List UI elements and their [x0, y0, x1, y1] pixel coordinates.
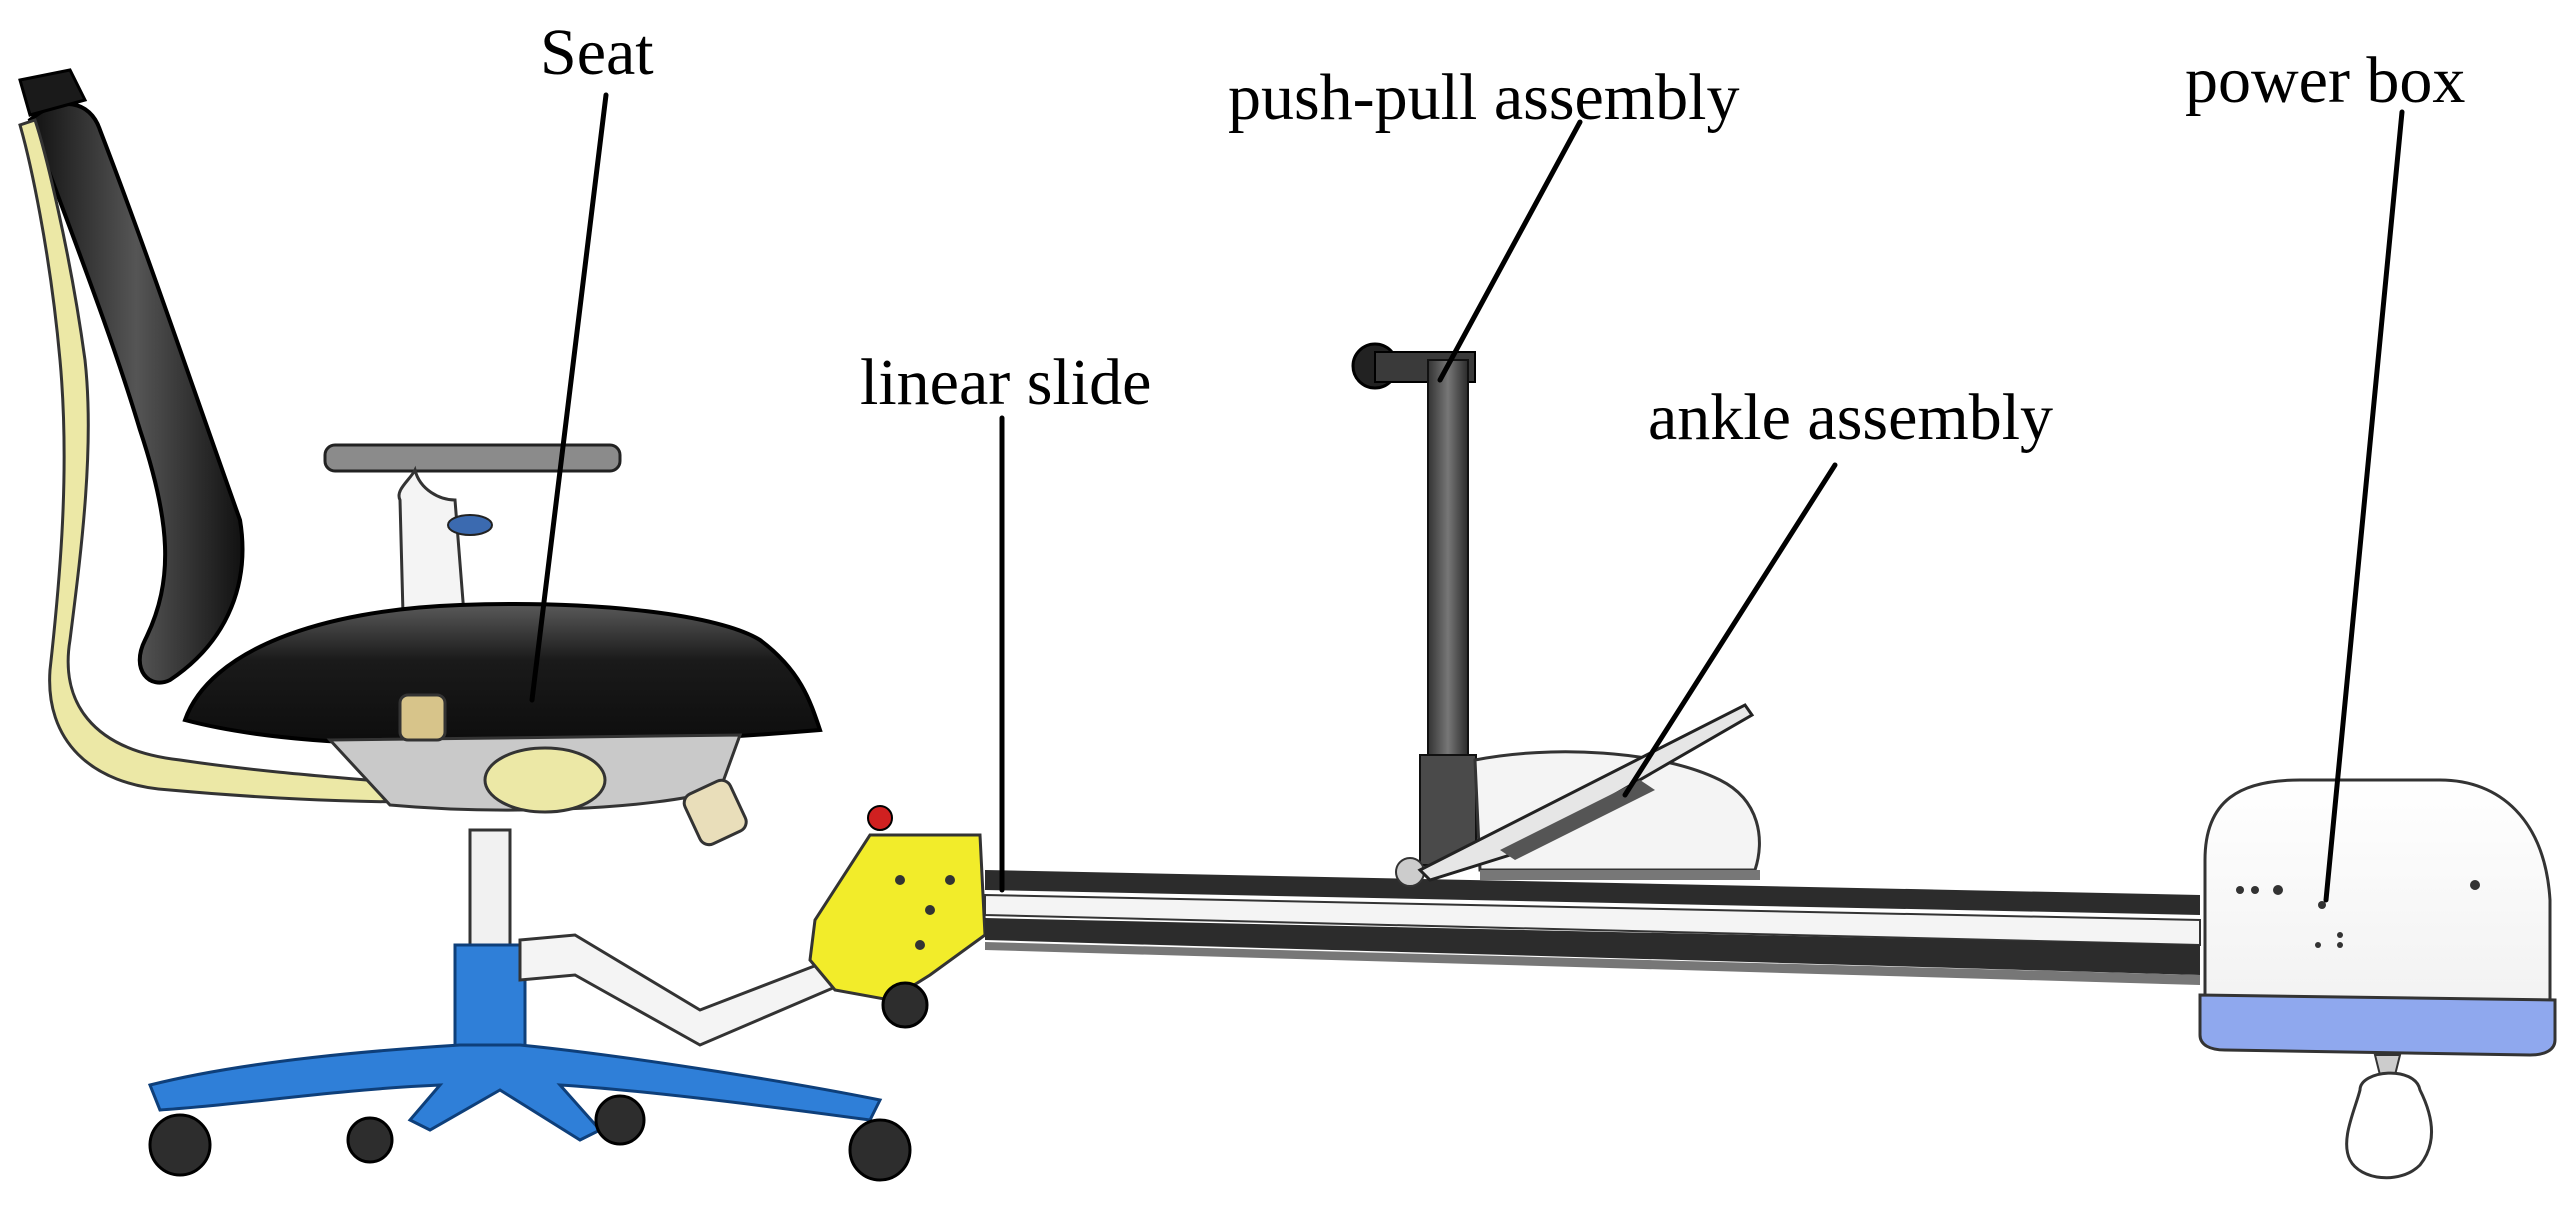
leader-power-box [2323, 109, 2405, 903]
stop-button [867, 805, 893, 831]
power-box-caster [2345, 1071, 2434, 1180]
chair-link-arm [518, 933, 842, 1047]
chair [18, 68, 912, 1182]
caster-1 [148, 1113, 212, 1177]
chair-column [468, 828, 512, 962]
rail-shadow [985, 942, 2200, 985]
label-ankle-assembly: ankle assembly [1648, 381, 2054, 454]
push-pull-pivot [1395, 857, 1425, 887]
chair-backrest-top [18, 68, 88, 117]
chair-star-base [147, 1043, 883, 1142]
power-box-base [2198, 993, 2557, 1057]
label-push-pull-assembly: push-pull assembly [1228, 61, 1740, 134]
leader-lines [529, 92, 2405, 903]
caster-2 [594, 1094, 646, 1146]
chair-arm-badge [447, 514, 493, 536]
leader-push-pull [1437, 119, 1583, 383]
push-pull-assembly [1351, 342, 1477, 887]
leader-seat [529, 92, 609, 703]
rail-top [985, 870, 2200, 915]
label-seat: Seat [540, 16, 654, 89]
linear-slide-bracket [808, 805, 987, 1029]
push-pull-pole [1427, 359, 1469, 761]
slide-bracket-body [808, 833, 987, 1002]
power-box-shell [2203, 778, 2552, 1007]
chair-column-cover [453, 943, 527, 1057]
rails [984, 870, 2201, 985]
ankle-assembly [1417, 703, 1761, 882]
chair-backrest [27, 102, 245, 685]
slide-wheel [881, 981, 929, 1029]
chair-knob [483, 746, 607, 814]
ankle-bar [1500, 780, 1655, 860]
label-power-box: power box [2185, 44, 2466, 117]
power-box [2198, 778, 2557, 1180]
chair-lever-2 [398, 693, 447, 742]
ankle-support [1480, 870, 1760, 880]
rail-bottom [985, 918, 2200, 975]
label-linear-slide: linear slide [860, 346, 1152, 419]
chair-lever [682, 778, 748, 847]
caster-3 [848, 1118, 912, 1182]
leader-ankle [1622, 462, 1838, 798]
chair-seat [182, 602, 823, 748]
chair-armrest [323, 443, 622, 473]
caster-4 [346, 1116, 394, 1164]
